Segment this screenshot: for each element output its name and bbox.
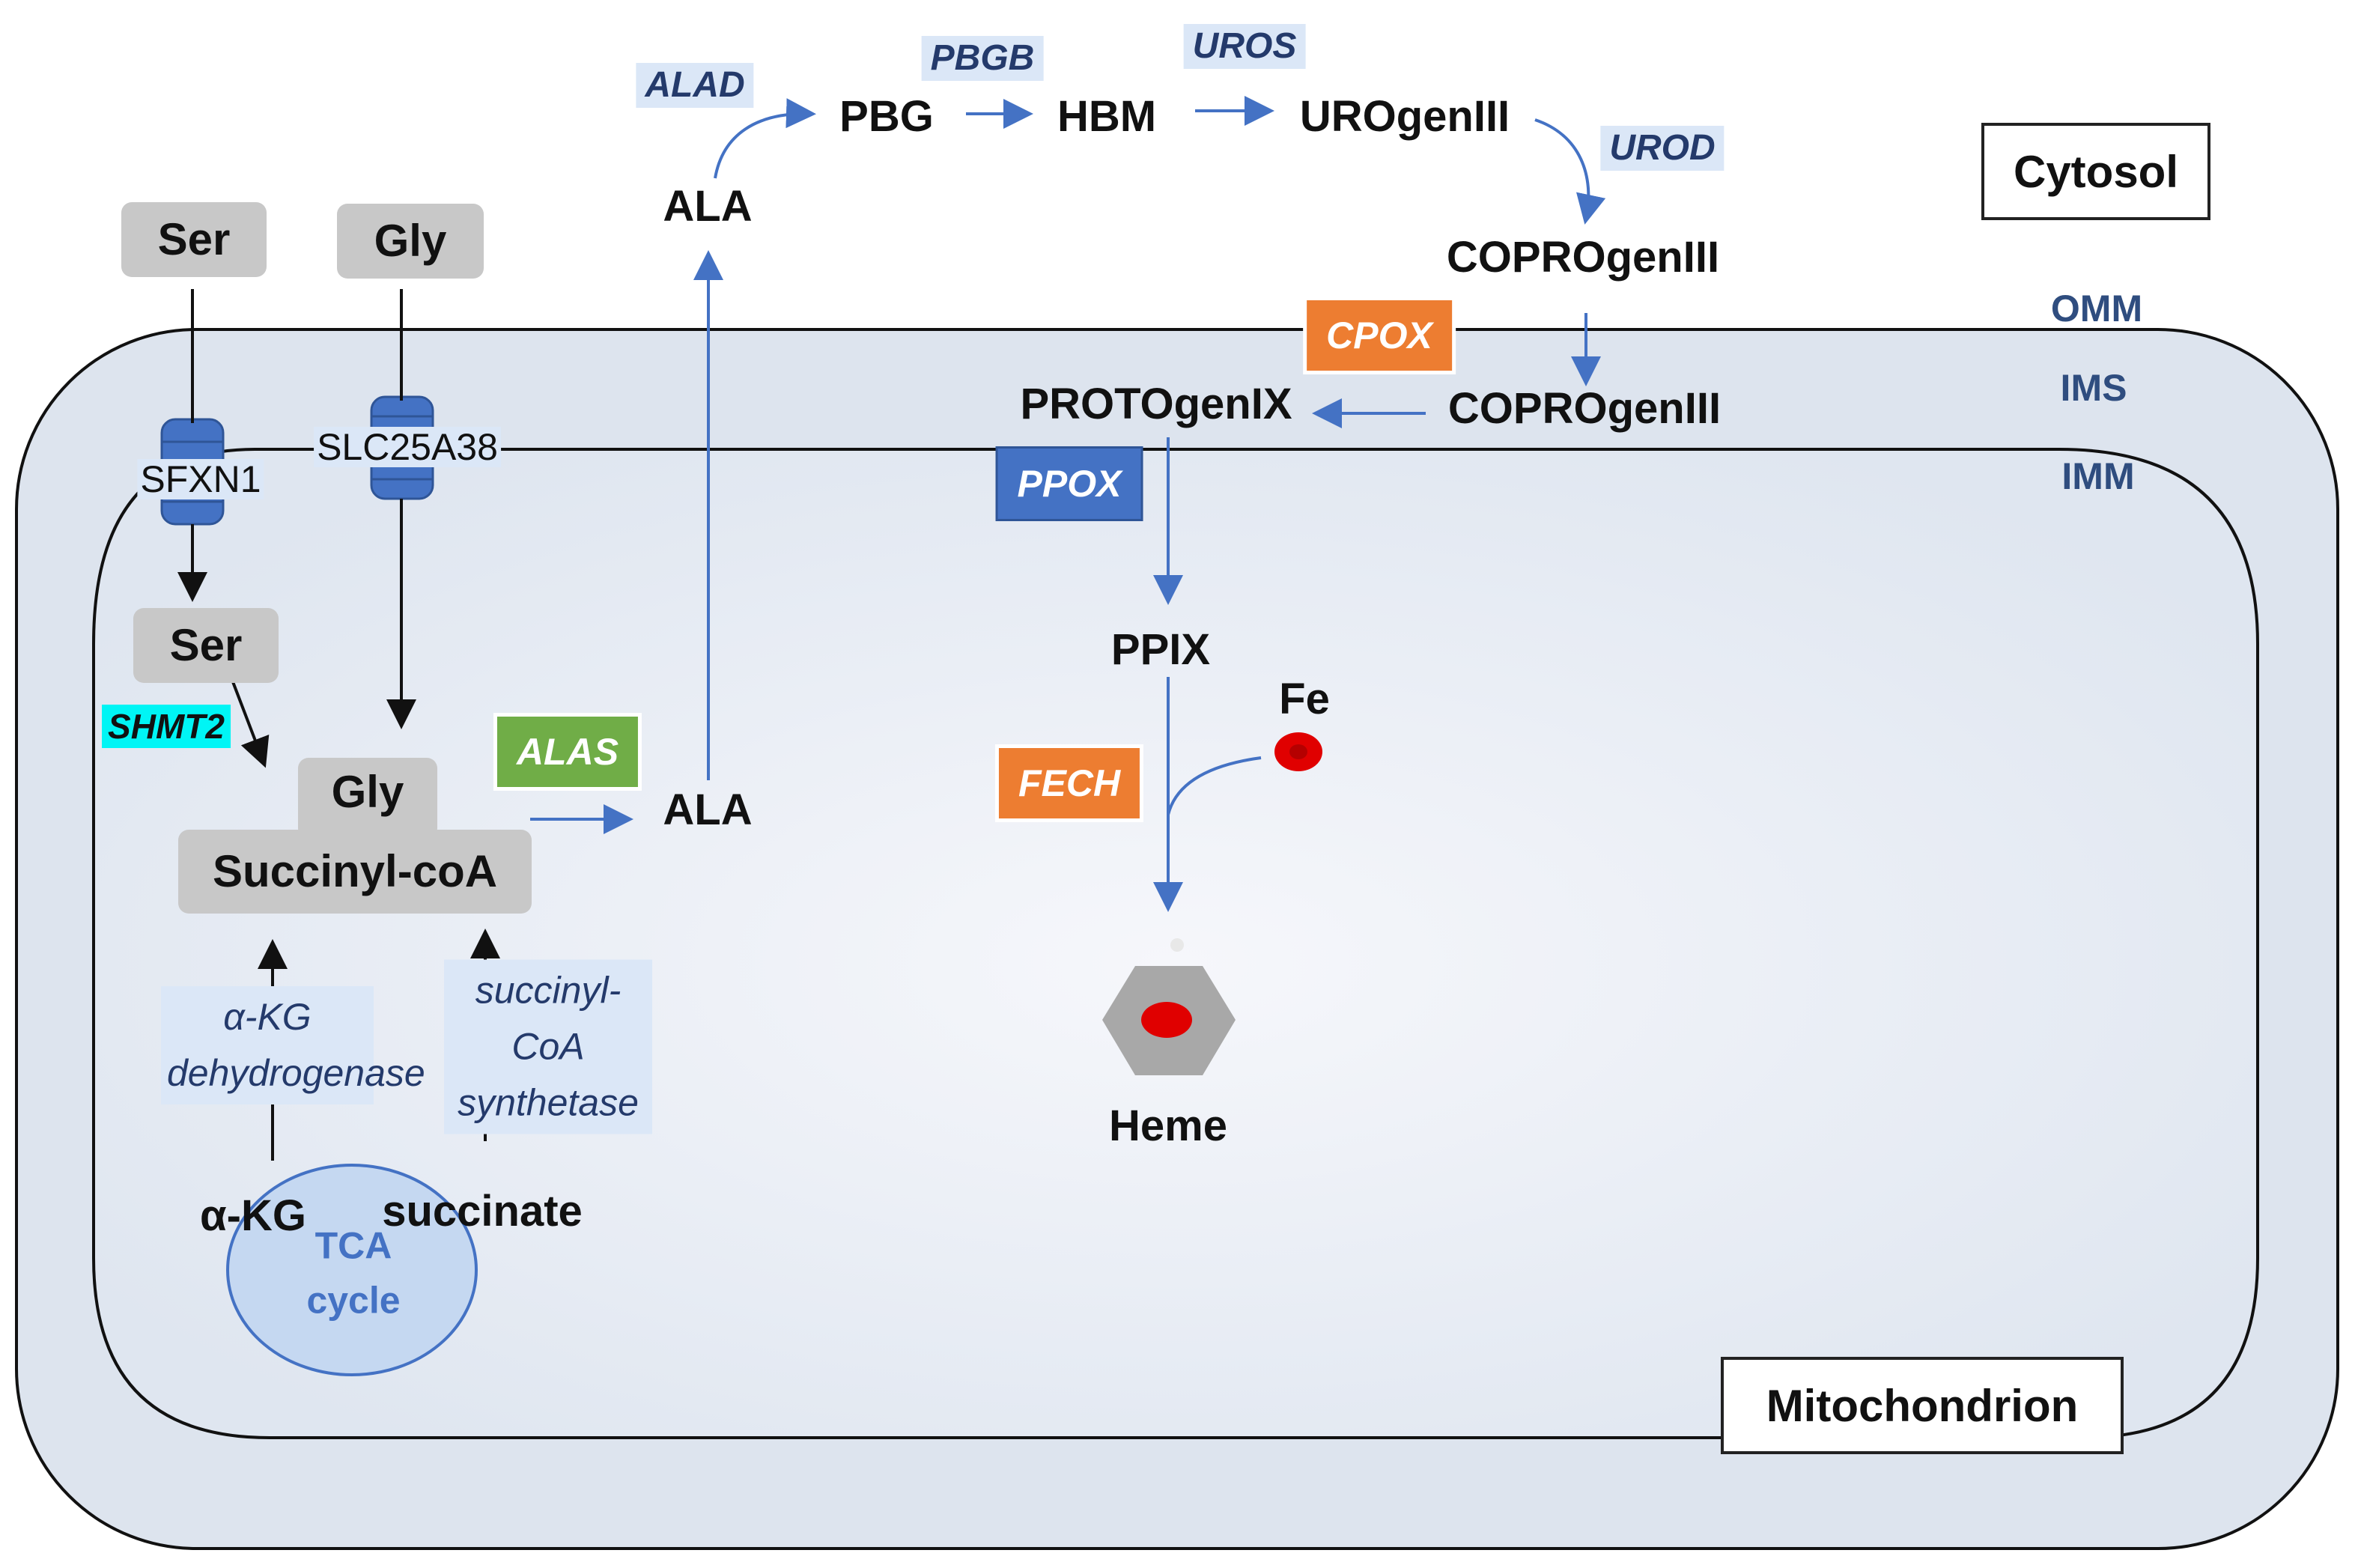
- heme-label: Heme: [1109, 1101, 1227, 1150]
- coprogen-ims-label: COPROgenIII: [1447, 384, 1722, 433]
- sfxn1-label: SFXN1: [137, 459, 264, 499]
- shmt2-label: SHMT2: [102, 705, 231, 748]
- heme-molecule: [1102, 938, 1236, 1075]
- ppix-label: PPIX: [1110, 625, 1211, 674]
- ims-label: IMS: [2060, 367, 2127, 409]
- succinate-label: succinate: [382, 1187, 583, 1236]
- ppox-box: PPOX: [997, 449, 1141, 519]
- hbm-label: HBM: [1057, 92, 1157, 141]
- akg-label: α-KG: [200, 1191, 306, 1240]
- mitochondrion-label: Mitochondrion: [1721, 1357, 2124, 1454]
- ser-cytosol-label: Ser: [157, 214, 231, 264]
- fech-box: FECH: [998, 748, 1140, 818]
- coprogen-cytosol-label: COPROgenIII: [1446, 233, 1720, 282]
- pbgb-label: PBGB: [921, 36, 1044, 81]
- gly-cytosol-box: [337, 204, 484, 279]
- tca-cycle: [226, 1164, 478, 1376]
- omm-label: OMM: [2050, 288, 2143, 329]
- urod-label: UROD: [1600, 126, 1725, 171]
- fe-label: Fe: [1279, 675, 1330, 723]
- ser-mito-box: [133, 608, 279, 683]
- gly-mito-box: [298, 758, 437, 839]
- pbg-label: PBG: [839, 92, 934, 141]
- cytosol-label: Cytosol: [1981, 123, 2210, 220]
- akg-dehydrogenase-label: α-KG dehydrogenase: [161, 986, 425, 1104]
- succinyl-coa-box: [178, 830, 532, 914]
- slc25a38-label: SLC25A38: [314, 427, 501, 467]
- ala-cytosol-label: ALA: [663, 182, 753, 231]
- protogen-label: PROTOgenIX: [1020, 380, 1292, 428]
- succinyl-coa-label: Succinyl-coA: [212, 846, 498, 896]
- alas-box: ALAS: [496, 717, 639, 787]
- ala-mito-label: ALA: [663, 785, 753, 834]
- ser-cytosol-box: [121, 202, 267, 277]
- ser-mito-label: Ser: [169, 620, 243, 670]
- tca-cycle-label: TCA cycle: [306, 1224, 401, 1322]
- succinyl-coa-synthetase-label: succinyl-CoA synthetase: [444, 959, 652, 1134]
- urogen-label: UROgenIII: [1299, 92, 1510, 141]
- gly-mito-label: Gly: [331, 767, 404, 817]
- gly-cytosol-label: Gly: [374, 216, 447, 266]
- alad-label: ALAD: [636, 63, 754, 108]
- uros-label: UROS: [1183, 24, 1306, 69]
- imm-label: IMM: [2061, 455, 2135, 497]
- cpox-box: CPOX: [1307, 300, 1452, 371]
